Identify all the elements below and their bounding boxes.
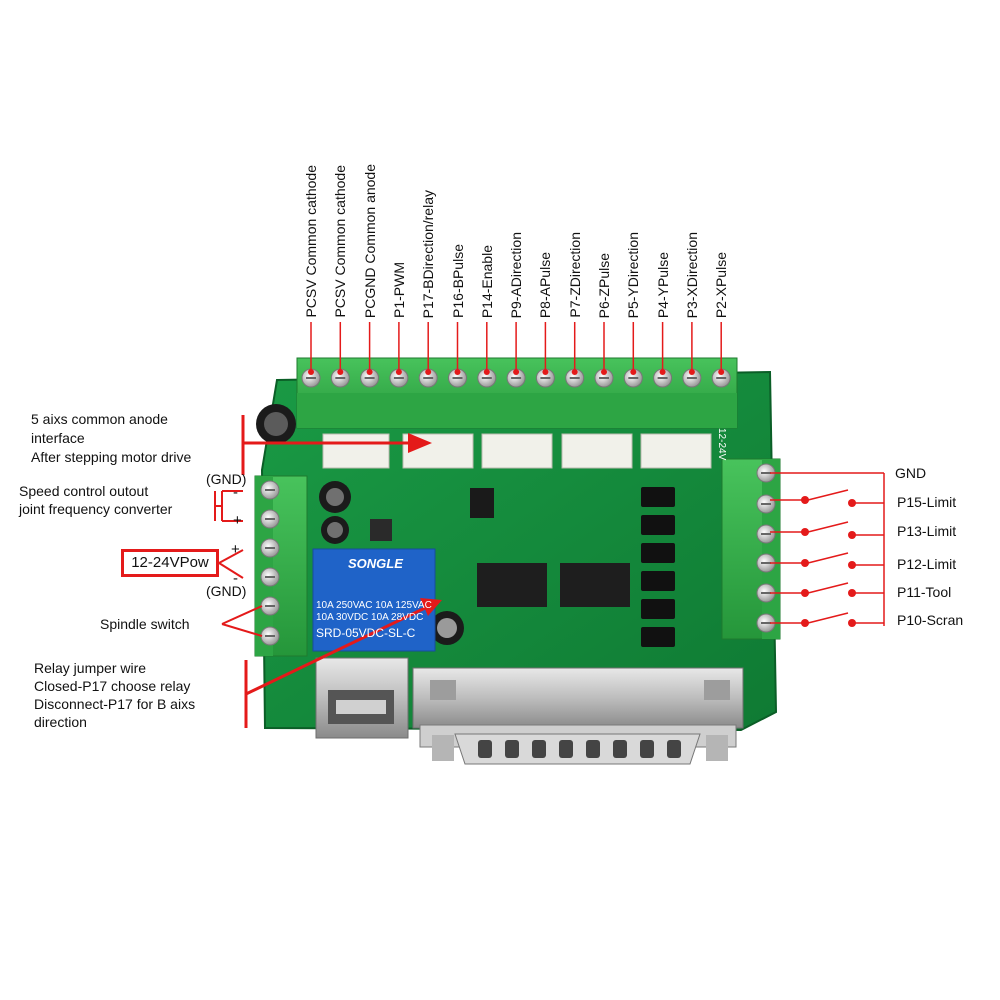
power-input-label: 12-24VPow — [131, 554, 209, 571]
top-pin-label: P7-ZDirection — [566, 232, 583, 318]
top-leader-dot — [337, 369, 344, 375]
right-pin-label: P11-Tool — [897, 584, 952, 600]
plus-top-label: + — [233, 512, 242, 529]
top-leader-dot — [425, 369, 432, 375]
speed-note-line1: Speed control outout — [19, 483, 149, 499]
top-leader-dot — [366, 369, 373, 375]
top-pin-label: P17-BDirection/relay — [420, 189, 437, 318]
db25-pin — [505, 740, 519, 758]
top-pin-label: PCSV Common cathode — [332, 165, 349, 318]
top-pin-label: P6-ZPulse — [596, 252, 612, 318]
db25-pin — [613, 740, 627, 758]
right-pin-label: GND — [895, 465, 927, 481]
capacitors — [256, 404, 464, 645]
power-input-box: 12-24VPow — [121, 549, 219, 577]
top-leader-dot — [542, 369, 549, 375]
minus-top-label: - — [233, 484, 238, 501]
top-leader-dot — [659, 369, 666, 375]
relay-note-line1: Relay jumper wire — [34, 660, 147, 676]
optocouplers — [641, 487, 675, 647]
right-annotation-dots — [801, 496, 856, 627]
db25-pin — [478, 740, 492, 758]
top-pin-label: P4-YPulse — [654, 251, 671, 318]
left-terminal-block — [254, 475, 308, 657]
motor-connectors — [322, 433, 712, 469]
top-pin-label: P14-Enable — [478, 244, 495, 318]
relay-note-line4: direction — [34, 714, 87, 730]
stepper-note-line3: After stepping motor drive — [31, 449, 192, 465]
relay-spec-2: 10A 30VDC 10A 28VDC — [316, 612, 424, 623]
relay-note-line3: Disconnect-P17 for B aixs — [34, 696, 196, 712]
top-pin-label: PCGND Common anode — [361, 163, 378, 318]
speed-note-line2: joint frequency converter — [19, 501, 173, 517]
top-leader-dot — [483, 369, 490, 375]
right-annotation-lines — [770, 472, 885, 626]
gnd-top-label: (GND) — [206, 471, 247, 487]
db25-pin — [586, 740, 600, 758]
right-terminal-block — [721, 458, 781, 640]
spindle-switch-label: Spindle switch — [100, 616, 190, 632]
relay-spec-1: 10A 250VAC 10A 125VAC — [316, 600, 432, 611]
ic-chips — [370, 488, 630, 607]
top-pin-label: P9-ADirection — [508, 231, 525, 318]
relay-brand: SONGLE — [348, 556, 403, 571]
right-pin-label: P10-Scran — [897, 612, 964, 628]
top-leader-lines — [308, 322, 725, 375]
top-leader-dot — [454, 369, 461, 375]
top-pin-label: P1-PWM — [390, 262, 407, 318]
relay-note-line2: Closed-P17 choose relay — [34, 678, 191, 694]
top-pin-label: P3-XDirection — [683, 231, 700, 318]
top-pin-label: P16-BPulse — [449, 244, 466, 318]
db25-pin — [532, 740, 546, 758]
right-pin-label: P12-Limit — [897, 556, 957, 572]
gnd-bottom-label: (GND) — [206, 583, 247, 599]
right-pin-label: P13-Limit — [897, 523, 957, 539]
top-leader-dot — [308, 369, 314, 375]
db25-pin — [640, 740, 654, 758]
relay-model: SRD-05VDC-SL-C — [316, 626, 416, 640]
left-annotation-lines — [214, 415, 442, 728]
stepper-note-line1: 5 aixs common anode — [31, 411, 168, 427]
db25-connector — [412, 667, 744, 765]
top-leader-dot — [718, 369, 725, 375]
stepper-note-line2: interface — [31, 430, 85, 446]
top-leader-dot — [513, 369, 520, 375]
top-pin-label: P2-XPulse — [713, 251, 730, 318]
top-pin-label: P5-YDirection — [625, 231, 642, 318]
right-pin-label: P15-Limit — [897, 494, 957, 510]
usb-port — [315, 657, 409, 739]
db25-pin — [559, 740, 573, 758]
top-leader-dot — [630, 369, 637, 375]
top-leader-dot — [601, 369, 607, 375]
plus-bottom-label: + — [231, 541, 240, 558]
top-pin-label: P8-APulse — [537, 251, 554, 318]
db25-pin — [667, 740, 681, 758]
top-terminal-block — [296, 357, 738, 429]
minus-bottom-label: - — [233, 570, 238, 587]
top-leader-dot — [688, 369, 695, 375]
top-leader-dot — [395, 369, 402, 375]
power-mark: 12-24V — [716, 428, 727, 461]
top-leader-dot — [571, 369, 578, 375]
top-pin-label: PCSV Common cathode — [303, 165, 319, 318]
